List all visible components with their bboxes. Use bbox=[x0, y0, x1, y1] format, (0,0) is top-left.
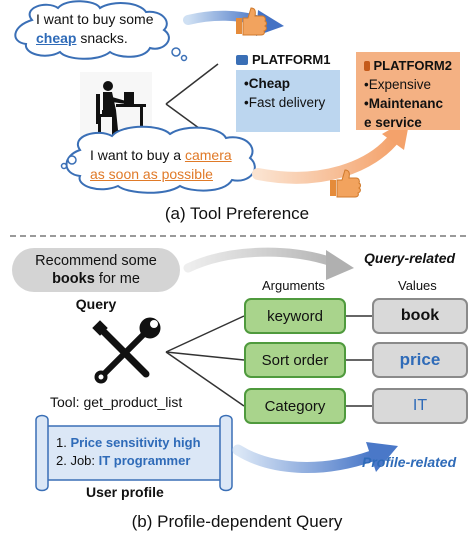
platform-2-item-2b: e service bbox=[364, 115, 422, 130]
blue-arrow-bottom bbox=[232, 442, 398, 473]
profile-scroll-text: 1. Price sensitivity high 2. Job: IT pro… bbox=[56, 434, 220, 470]
cloud-2-text: I want to buy a camera as soon as possib… bbox=[90, 146, 250, 184]
arguments-header: Arguments bbox=[262, 278, 325, 293]
argument-sort-order: Sort order bbox=[244, 342, 346, 378]
user-profile-label: User profile bbox=[86, 484, 164, 500]
profile-job: IT programmer bbox=[98, 453, 191, 468]
platform-2-label: PLATFORM2 bbox=[373, 58, 452, 73]
caption-tool-preference: (a) Tool Preference bbox=[164, 204, 310, 223]
platform-1-item-2: •Fast delivery bbox=[244, 95, 326, 110]
platform-1-title: PLATFORM1 bbox=[236, 52, 330, 67]
query-label: Query bbox=[75, 296, 117, 312]
caption-profile-dependent-query: (b) Profile-dependent Query bbox=[131, 512, 343, 531]
query-line-1: Recommend some bbox=[35, 253, 157, 269]
value-it: IT bbox=[372, 388, 468, 424]
platform-1-box: •Cheap •Fast delivery bbox=[236, 70, 340, 132]
person-at-desk-icon bbox=[80, 72, 152, 142]
platform-1-label: PLATFORM1 bbox=[252, 52, 331, 67]
argument-category: Category bbox=[244, 388, 346, 424]
platform-2-title: PLATFORM2 bbox=[364, 56, 452, 75]
cloud-2-prefix: I want to buy a bbox=[90, 147, 182, 163]
cloud-2-highlight-2: as soon as possible bbox=[90, 166, 213, 182]
cloud-1-shape bbox=[14, 0, 188, 62]
query-related-label: Query-related bbox=[364, 250, 456, 266]
profile-scroll-shape bbox=[35, 414, 233, 492]
values-header: Values bbox=[398, 278, 437, 293]
argument-keyword: keyword bbox=[244, 298, 346, 334]
thumbs-up-icon-top bbox=[236, 7, 267, 36]
profile-line-2-prefix: 2. Job: bbox=[56, 453, 99, 468]
value-book: book bbox=[372, 298, 468, 334]
cart-icon bbox=[364, 60, 370, 71]
query-bubble-shape bbox=[12, 248, 180, 292]
wrench-screwdriver-icon bbox=[92, 317, 161, 384]
thumbs-up-icon-bottom bbox=[330, 169, 361, 198]
tool-label: Tool: get_product_list bbox=[50, 394, 183, 410]
cloud-1-highlight: cheap bbox=[36, 30, 77, 46]
platform-2-item-1: •Expensive bbox=[364, 77, 432, 92]
gray-arrow bbox=[183, 247, 354, 280]
platform-1-item-1: •Cheap bbox=[244, 76, 290, 91]
query-bold-word: books bbox=[52, 271, 95, 287]
profile-related-label: Profile-related bbox=[362, 454, 457, 470]
cloud-2-highlight-1: camera bbox=[184, 147, 232, 163]
cart-icon bbox=[236, 54, 248, 65]
profile-line-1-prefix: 1. bbox=[56, 435, 71, 450]
query-after-bold: for me bbox=[98, 271, 140, 287]
query-bubble-text: Recommend some books for me bbox=[12, 252, 180, 288]
cloud-1-suffix: snacks. bbox=[80, 30, 128, 46]
profile-price-sensitivity: Price sensitivity high bbox=[70, 435, 201, 450]
cloud-1-text: I want to buy some cheap snacks. bbox=[36, 10, 166, 48]
platform-2-item-2a: •Maintenanc bbox=[364, 96, 443, 111]
value-price: price bbox=[372, 342, 468, 378]
argument-value-lines bbox=[346, 315, 372, 407]
tool-connection-lines bbox=[165, 315, 245, 407]
cloud-1-prefix: I want to buy some bbox=[36, 11, 154, 27]
platform-2-box: PLATFORM2 •Expensive •Maintenanc e servi… bbox=[356, 52, 460, 130]
